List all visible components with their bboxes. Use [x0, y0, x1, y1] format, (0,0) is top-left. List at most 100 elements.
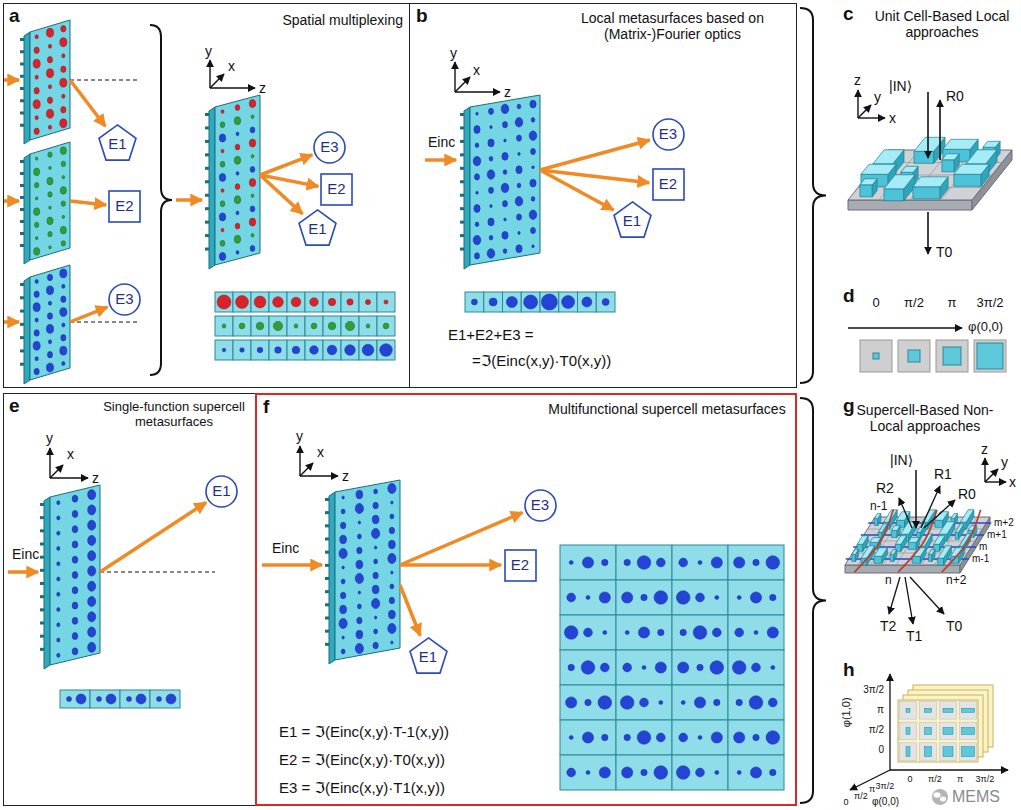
unit-cell — [269, 316, 287, 336]
pillar — [490, 126, 492, 129]
unit-cell — [521, 292, 540, 312]
pillar — [355, 573, 363, 583]
pillar — [62, 323, 65, 327]
unit-cell — [900, 743, 917, 761]
pillar-dot — [732, 661, 746, 675]
output-label: E1 — [308, 221, 326, 238]
formula: E1+E2+E3 = — [448, 326, 534, 343]
output-circle: E3 — [524, 489, 557, 522]
panel-title: Multifunctional supercell metasurfaces — [547, 401, 787, 417]
pillar — [88, 520, 96, 530]
pillar — [530, 100, 536, 108]
axis-line — [858, 105, 871, 118]
pillar — [62, 54, 65, 58]
pillar — [340, 592, 345, 599]
pillar-dot — [541, 294, 557, 310]
phase-value: π — [957, 774, 963, 784]
pillar — [60, 38, 67, 47]
surface-face — [30, 265, 70, 380]
pillar-dot — [599, 592, 610, 603]
pillar — [356, 630, 363, 638]
pillar-top — [891, 526, 900, 531]
surface-tooth — [20, 336, 24, 339]
unit-cell-row — [560, 755, 784, 790]
circle-outline — [653, 119, 684, 150]
unit-cell — [359, 316, 377, 336]
surface-tooth — [20, 283, 24, 286]
pillar — [504, 218, 506, 221]
pillar — [476, 191, 478, 194]
pillar — [220, 201, 225, 207]
pillar-dot — [711, 557, 722, 568]
transmission-arrow — [910, 577, 944, 614]
pillar — [47, 57, 52, 63]
axis-line — [209, 60, 210, 88]
pillar — [57, 608, 60, 612]
square-outline — [321, 174, 352, 205]
unit-cell-row — [215, 292, 395, 312]
pillar-rect — [943, 708, 953, 712]
pillar-rect — [962, 747, 975, 757]
surface-tooth — [205, 234, 209, 237]
pillar — [391, 571, 393, 574]
beam-arrow — [176, 198, 202, 202]
surface-tooth — [20, 208, 24, 211]
pillar — [515, 118, 523, 127]
pillar — [221, 228, 224, 232]
pillar-top — [983, 141, 1000, 147]
pillar-dot — [654, 766, 668, 780]
pillar — [49, 166, 52, 169]
pillar-dot — [362, 344, 374, 356]
pillar-dot — [658, 629, 664, 635]
pillar — [517, 183, 521, 188]
phase-value: 3π/2 — [876, 781, 895, 791]
panel-letter: d — [843, 285, 855, 307]
pillar-dot — [294, 324, 298, 328]
nanopillars — [852, 510, 977, 565]
unit-cell — [215, 292, 233, 312]
pillar — [35, 75, 38, 79]
pillar — [61, 66, 66, 72]
pillar-dot — [696, 593, 705, 602]
pillar — [249, 100, 255, 108]
column-line — [898, 510, 937, 572]
pillar — [250, 206, 255, 212]
pillar — [355, 643, 363, 653]
field-label: Einc — [272, 540, 299, 556]
phase-value: π — [869, 784, 875, 794]
surface-tooth — [20, 296, 24, 299]
axis-line — [49, 448, 50, 478]
pillar — [47, 177, 53, 185]
axis-label: x — [1009, 474, 1016, 490]
pillar-dot — [380, 344, 393, 357]
column-index: n+2 — [946, 574, 966, 588]
pillar — [46, 325, 53, 334]
pillar — [503, 122, 508, 128]
pillar-dot — [569, 736, 573, 740]
pillar-dot — [567, 768, 576, 777]
pillar — [220, 122, 225, 128]
panel-title: Single-function supercell metasurfaces — [99, 400, 249, 430]
pillar — [357, 534, 361, 539]
pillar — [34, 168, 40, 176]
output-label: E1 — [623, 213, 641, 230]
input-arrow — [915, 470, 917, 528]
unit-cell — [616, 615, 672, 650]
axis-label: x — [473, 62, 480, 78]
pillar — [518, 231, 520, 234]
pillar-dot — [655, 662, 666, 673]
pillar-top — [901, 166, 918, 172]
pillar — [489, 187, 494, 193]
pillar-dot — [623, 663, 632, 672]
pillar — [62, 94, 65, 98]
pillar — [234, 156, 240, 164]
pillar — [60, 226, 66, 234]
pillar — [72, 602, 78, 609]
unit-cell — [672, 615, 728, 650]
metasurface — [40, 485, 100, 669]
nanopillars — [860, 137, 1000, 201]
pillar — [62, 215, 65, 218]
pillar-top — [954, 164, 989, 174]
pillar-dot — [771, 666, 775, 670]
surface-tooth — [205, 248, 209, 251]
